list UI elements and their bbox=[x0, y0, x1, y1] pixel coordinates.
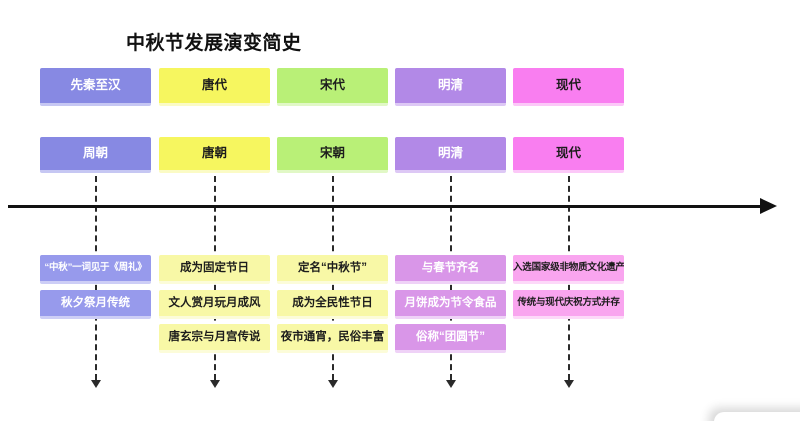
detail-box: 传统与现代庆祝方式并存 bbox=[513, 290, 624, 319]
arrow-down-icon bbox=[445, 380, 456, 388]
detail-box: 唐玄宗与月宫传说 bbox=[159, 324, 270, 353]
arrow-down-icon bbox=[327, 380, 338, 388]
bottom-right-corner-card bbox=[714, 412, 800, 421]
dynasty-box: 明清 bbox=[395, 137, 506, 173]
timeline-axis-line bbox=[8, 205, 762, 208]
arrow-down-icon bbox=[209, 380, 220, 388]
era-box: 先秦至汉 bbox=[40, 68, 151, 106]
era-box: 唐代 bbox=[159, 68, 270, 106]
detail-box: 成为全民性节日 bbox=[277, 290, 388, 319]
dynasty-box: 宋朝 bbox=[277, 137, 388, 173]
detail-box: 夜市通宵，民俗丰富 bbox=[277, 324, 388, 353]
timeline-arrow-right-icon bbox=[760, 198, 777, 214]
era-box: 宋代 bbox=[277, 68, 388, 106]
detail-box: 俗称“团圆节” bbox=[395, 324, 506, 353]
arrow-down-icon bbox=[90, 380, 101, 388]
detail-box: 入选国家级非物质文化遗产 bbox=[513, 255, 624, 284]
detail-box: 与春节齐名 bbox=[395, 255, 506, 284]
detail-box: 文人赏月玩月成风 bbox=[159, 290, 270, 319]
detail-box: 秋夕祭月传统 bbox=[40, 290, 151, 319]
era-box: 现代 bbox=[513, 68, 624, 106]
era-box: 明清 bbox=[395, 68, 506, 106]
detail-box: “中秋”一词见于《周礼》 bbox=[40, 255, 151, 284]
detail-box: 月饼成为节令食品 bbox=[395, 290, 506, 319]
page-title: 中秋节发展演变简史 bbox=[126, 33, 302, 54]
detail-box: 定名“中秋节” bbox=[277, 255, 388, 284]
arrow-down-icon bbox=[563, 380, 574, 388]
dynasty-box: 周朝 bbox=[40, 137, 151, 173]
dynasty-box: 现代 bbox=[513, 137, 624, 173]
detail-box: 成为固定节日 bbox=[159, 255, 270, 284]
dynasty-box: 唐朝 bbox=[159, 137, 270, 173]
